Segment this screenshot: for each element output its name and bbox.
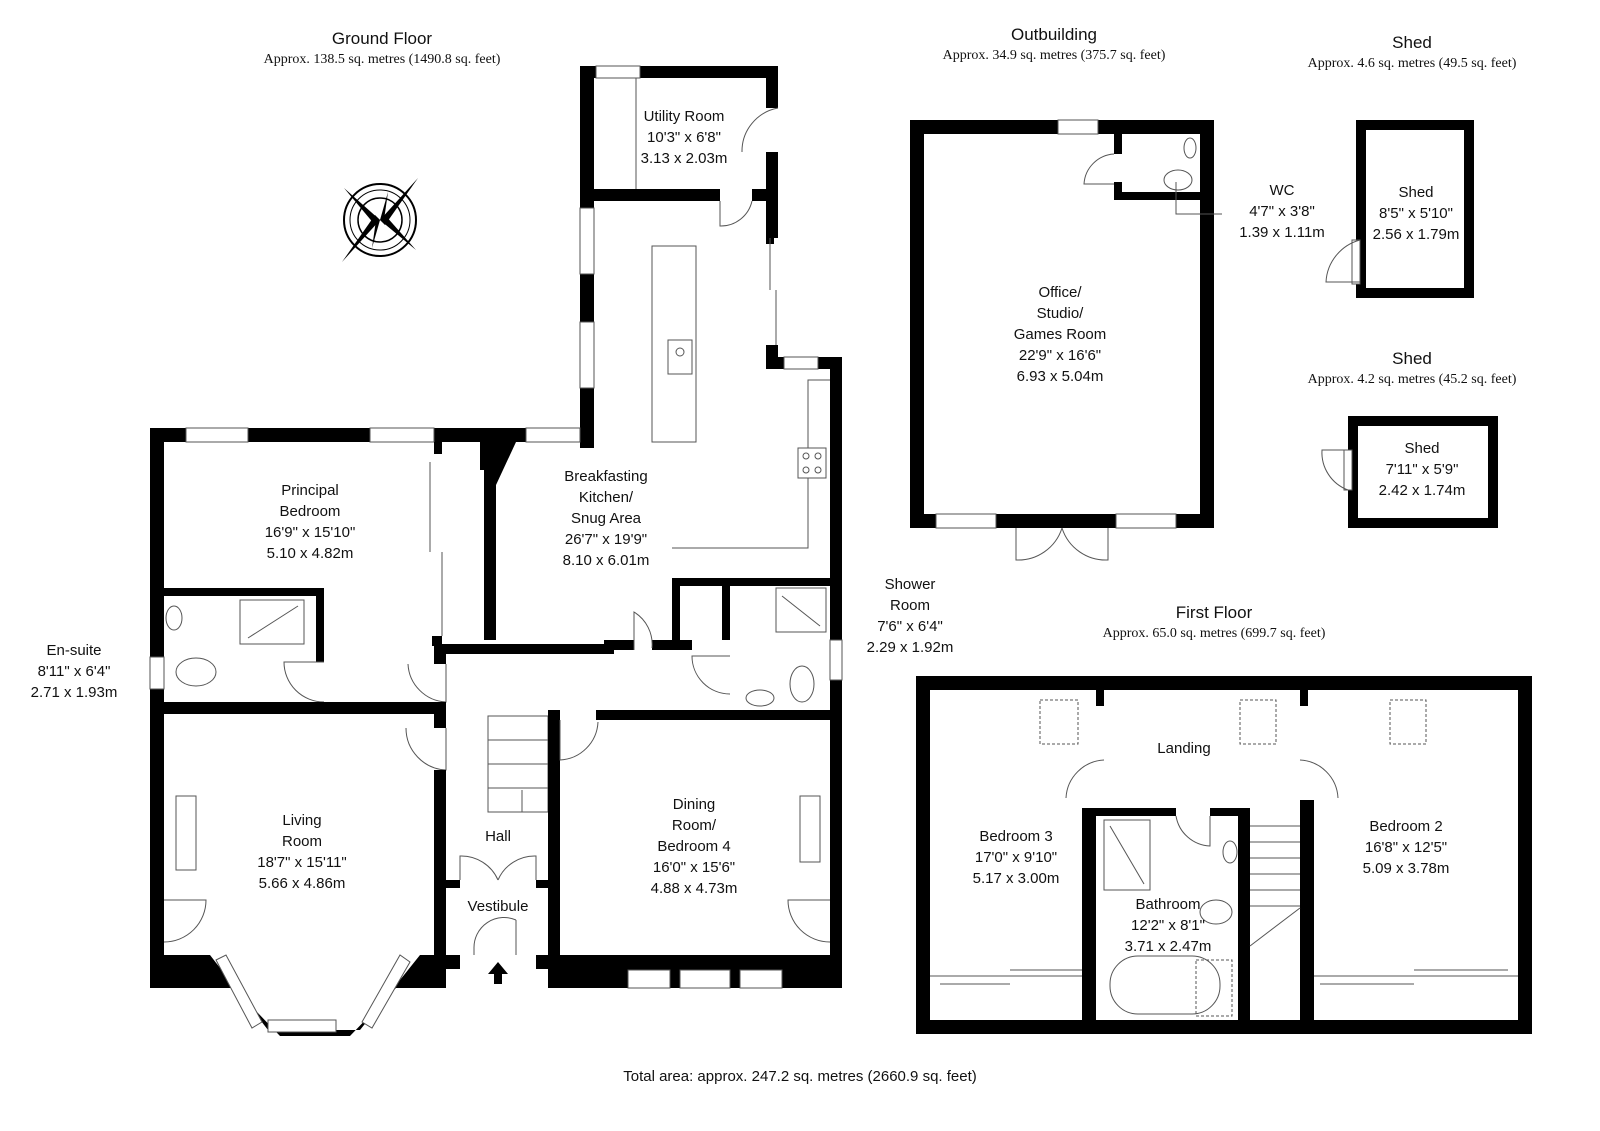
shed-1-header: Shed Approx. 4.6 sq. metres (49.5 sq. fe… (1308, 32, 1517, 74)
room-label-vestibule: Vestibule (467, 898, 529, 915)
floor-area: Approx. 34.9 sq. metres (375.7 sq. feet) (942, 48, 1166, 63)
floor-area: Approx. 4.6 sq. metres (49.5 sq. feet) (1307, 56, 1517, 71)
room-label-shed-1: Shed 8'5" x 5'10" 2.56 x 1.79m (1372, 184, 1460, 243)
floor-title: Shed (1392, 349, 1432, 368)
room-label-shower-room: Shower Room 7'6" x 6'4" 2.29 x 1.92m (866, 576, 954, 656)
first-floor-walls (916, 676, 1532, 1034)
shed-walls (1321, 120, 1498, 528)
outbuilding-walls (910, 119, 1222, 561)
room-label-shed-2: Shed 7'11" x 5'9" 2.42 x 1.74m (1378, 440, 1466, 499)
floor-title: First Floor (1175, 603, 1253, 622)
ground-floor-header: Ground Floor Approx. 138.5 sq. metres (1… (264, 28, 501, 70)
floor-area: Approx. 65.0 sq. metres (699.7 sq. feet) (1102, 626, 1326, 641)
room-label-landing: Landing (1157, 740, 1211, 757)
floor-area: Approx. 138.5 sq. metres (1490.8 sq. fee… (263, 52, 501, 67)
room-label-kitchen: Breakfasting Kitchen/ Snug Area 26'7" x … (562, 468, 650, 569)
room-label-bedroom-3: Bedroom 3 17'0" x 9'10" 5.17 x 3.00m (972, 828, 1060, 887)
total-area: Total area: approx. 247.2 sq. metres (26… (623, 1068, 977, 1085)
room-label-office: Office/ Studio/ Games Room 22'9" x 16'6"… (1013, 284, 1107, 385)
ground-floor-walls (149, 65, 843, 1036)
shed-2-header: Shed Approx. 4.2 sq. metres (45.2 sq. fe… (1308, 348, 1517, 390)
room-label-living-room: Living Room 18'7" x 15'11" 5.66 x 4.86m (257, 812, 347, 892)
room-label-hall: Hall (485, 828, 511, 845)
room-label-dining-room: Dining Room/ Bedroom 4 16'0" x 15'6" 4.8… (650, 796, 738, 897)
entrance-arrow-icon (488, 962, 508, 984)
floor-title: Outbuilding (1010, 25, 1098, 44)
room-label-bathroom: Bathroom 12'2" x 8'1" 3.71 x 2.47m (1124, 896, 1212, 955)
floor-title: Ground Floor (331, 29, 433, 48)
room-label-bedroom-2: Bedroom 2 16'8" x 12'5" 5.09 x 3.78m (1362, 818, 1450, 877)
first-floor-header: First Floor Approx. 65.0 sq. metres (699… (1103, 602, 1326, 644)
room-label-principal-bedroom: Principal Bedroom 16'9" x 15'10" 5.10 x … (264, 482, 356, 562)
room-label-en-suite: En-suite 8'11" x 6'4" 2.71 x 1.93m (30, 642, 118, 701)
room-label-wc: WC 4'7" x 3'8" 1.39 x 1.11m (1239, 182, 1325, 241)
floor-area: Approx. 4.2 sq. metres (45.2 sq. feet) (1307, 372, 1517, 387)
floor-title: Shed (1392, 33, 1432, 52)
compass-rose-icon (342, 178, 418, 262)
room-label-utility: Utility Room 10'3" x 6'8" 3.13 x 2.03m (640, 108, 728, 167)
outbuilding-header: Outbuilding Approx. 34.9 sq. metres (375… (943, 24, 1166, 66)
